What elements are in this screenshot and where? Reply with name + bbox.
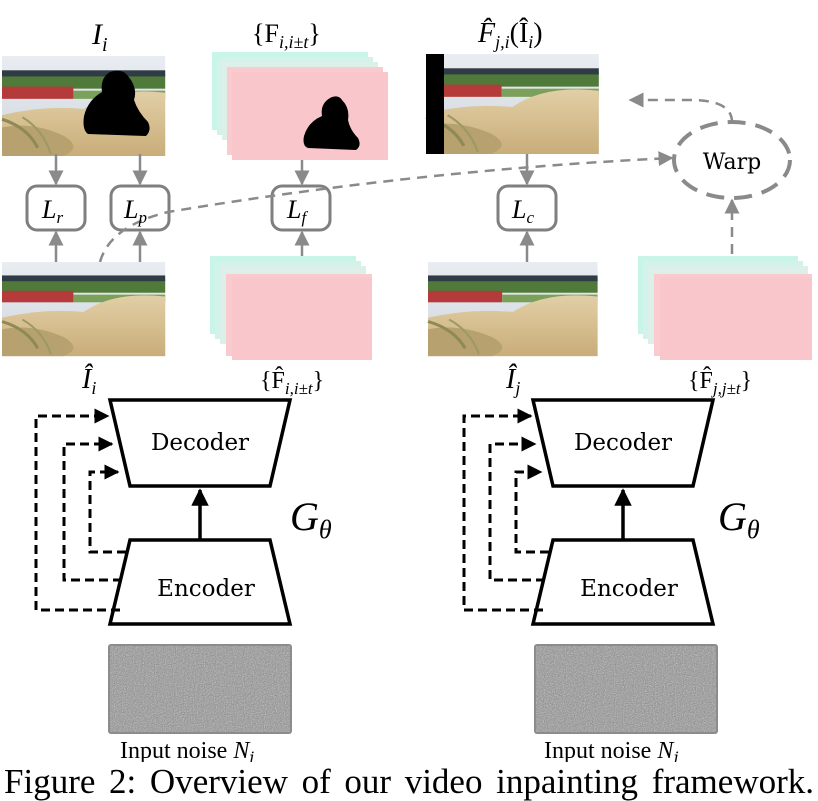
loss-label-lp: Lp bbox=[123, 195, 147, 227]
noise-label-right: Input noise Nj bbox=[544, 738, 678, 762]
label-pred-flow-right: {F̂j,j±t} bbox=[688, 366, 752, 398]
predicted-frame-right bbox=[426, 260, 600, 358]
predicted-flow-stack-left bbox=[210, 256, 372, 360]
label-pred-flow-left: {F̂i,i±t} bbox=[260, 366, 324, 398]
framework-diagram: Ii {Fi,i±t} F̂j,i(Îi) Warp Lr Lp Lf Lc Î… bbox=[0, 18, 812, 762]
decoder-left bbox=[107, 398, 293, 488]
loss-box-lf bbox=[270, 184, 332, 232]
predicted-frame-left bbox=[0, 260, 167, 358]
figure-caption: Figure 2: Overview of our video inpainti… bbox=[4, 762, 814, 801]
label-frame: Ii bbox=[91, 18, 108, 56]
encoder-left bbox=[107, 538, 293, 626]
label-warped: F̂j,i(Îi) bbox=[477, 18, 543, 52]
warp-label: Warp bbox=[703, 150, 761, 175]
encoder-label-left: Encoder bbox=[157, 576, 255, 602]
loss-box-lr bbox=[25, 184, 87, 232]
decoder-label-right: Decoder bbox=[574, 430, 672, 456]
loss-label-lr: Lr bbox=[41, 195, 63, 227]
frame-masked-image bbox=[0, 54, 167, 158]
loss-arrows bbox=[48, 154, 535, 262]
label-flow-target: {Fi,i±t} bbox=[252, 19, 321, 52]
skip-connections-left bbox=[34, 408, 126, 612]
label-pred-frame-right: Îj bbox=[505, 364, 520, 398]
loss-label-lf: Lf bbox=[286, 195, 308, 227]
noise-label-left: Input noise Ni bbox=[120, 738, 254, 762]
loss-box-lc bbox=[496, 184, 558, 232]
decoder-right bbox=[530, 398, 716, 488]
loss-box-lp bbox=[109, 184, 171, 232]
generator-label-left: Gθ bbox=[290, 494, 332, 544]
predicted-flow-stack-right bbox=[638, 256, 812, 360]
loss-label-lc: Lc bbox=[511, 195, 534, 227]
generator-label-right: Gθ bbox=[718, 494, 760, 544]
label-pred-frame-left: Îi bbox=[81, 364, 96, 398]
encoder-label-right: Encoder bbox=[580, 576, 678, 602]
noise-block-right bbox=[534, 644, 718, 734]
warp-arrows bbox=[98, 92, 740, 263]
decoder-label-left: Decoder bbox=[151, 430, 249, 456]
encoder-right bbox=[530, 538, 716, 626]
warped-image bbox=[424, 52, 601, 156]
flow-target-stack bbox=[212, 52, 388, 160]
skip-connections-right bbox=[462, 408, 549, 612]
noise-block-left bbox=[108, 644, 292, 734]
